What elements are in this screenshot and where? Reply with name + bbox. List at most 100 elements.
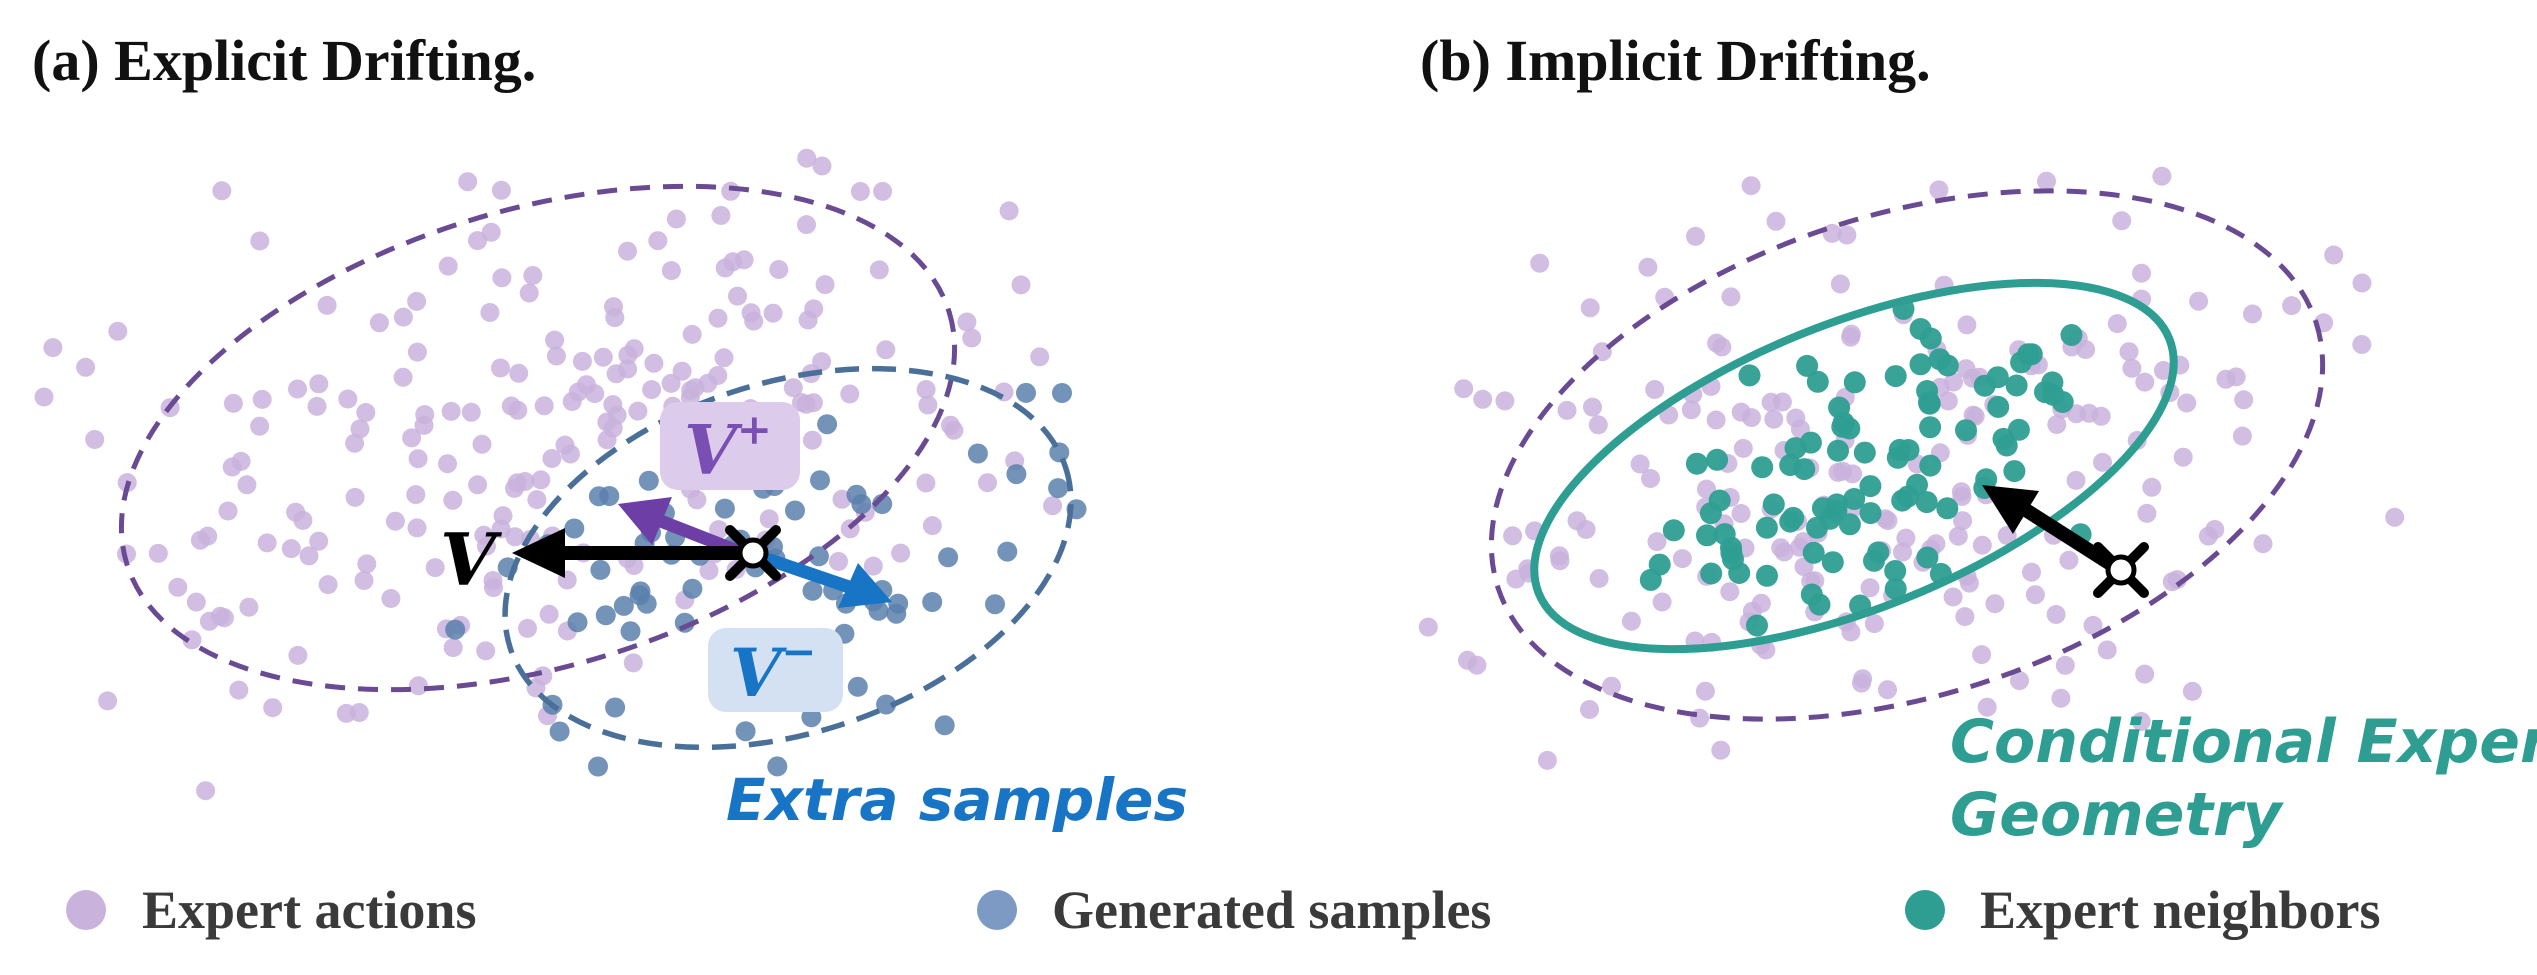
expert-action-point [941, 415, 960, 435]
expert-action-point [999, 201, 1019, 221]
expert-action-point [1972, 535, 1992, 555]
generated-sample-point [985, 594, 1005, 615]
expert-action-point [666, 209, 686, 229]
expert-action-point [307, 396, 327, 416]
expert-action-point [492, 268, 512, 288]
expert-action-point [1837, 225, 1857, 245]
expert-action-point [916, 380, 936, 399]
expert-action-point [515, 472, 535, 491]
expert-action-point [168, 577, 188, 597]
expert-action-point [2189, 291, 2209, 311]
expert-action-point [1764, 409, 1784, 429]
expert-action-point [1711, 740, 1731, 760]
expert-action-point [623, 653, 643, 673]
expert-action-point [281, 539, 301, 559]
expert-action-point [443, 638, 463, 658]
legend-swatch [1905, 890, 1945, 930]
expert-action-point [804, 299, 824, 319]
expert-action-point [407, 518, 427, 538]
expert-action-point [840, 384, 860, 404]
expert-action-point [661, 261, 681, 281]
expert-action-point [1929, 180, 1949, 200]
expert-action-point [1681, 400, 1701, 420]
expert-action-point [797, 148, 817, 168]
expert-action-point [1557, 400, 1577, 420]
expert-action-point [1707, 333, 1727, 353]
generated-sample-point [564, 518, 585, 539]
expert-action-point [491, 358, 510, 378]
expert-action-point [345, 433, 365, 453]
expert-neighbor-point [1827, 439, 1849, 462]
expert-action-point [1503, 526, 1523, 546]
generated-sample-point [595, 605, 616, 626]
expert-action-point [1742, 408, 1761, 428]
expert-action-point [1550, 551, 1570, 571]
v-label: V [440, 517, 502, 602]
expert-action-point [415, 405, 435, 425]
generated-sample-point [605, 697, 626, 718]
expert-neighbor-point [2060, 324, 2083, 346]
expert-action-point [628, 401, 648, 421]
expert-action-point [2152, 166, 2172, 186]
expert-action-point [2198, 526, 2218, 546]
expert-neighbor-point [1884, 365, 1907, 388]
expert-action-point [769, 260, 789, 279]
expert-action-point [2282, 296, 2302, 316]
expert-neighbor-point [1806, 516, 1828, 539]
expert-action-point [539, 604, 559, 624]
v-minus-arrow [763, 553, 859, 595]
expert-action-point [474, 525, 494, 545]
panel-b-title: (b) Implicit Drifting. [1420, 28, 1931, 93]
expert-action-point [491, 180, 511, 200]
expert-action-point [1878, 511, 1898, 531]
generated-sample-point [629, 585, 650, 606]
generated-sample-point [767, 756, 788, 777]
expert-neighbor-point [1756, 564, 1778, 587]
expert-action-point [618, 345, 638, 365]
expert-action-point [223, 393, 243, 413]
expert-action-point [2324, 245, 2344, 265]
expert-action-point [222, 457, 242, 477]
expert-neighbor-point [1700, 562, 1723, 585]
expert-neighbor-point [1796, 354, 1819, 377]
panel-b-expert-distribution-ellipse [1488, 188, 2326, 722]
expert-action-point [186, 592, 206, 612]
panel-b-conditional-ellipse [1530, 278, 2178, 654]
expert-action-point [356, 403, 376, 422]
expert-action-point [597, 430, 617, 450]
expert-action-point [2253, 534, 2273, 554]
expert-action-point [2173, 447, 2193, 467]
expert-action-point [393, 367, 413, 387]
expert-action-point [519, 283, 539, 303]
expert-neighbor-point [1884, 560, 1907, 582]
expert-action-point [1948, 526, 1968, 546]
expert-action-point [1652, 592, 1672, 612]
expert-neighbor-point [1919, 416, 1942, 439]
generated-sample-point [808, 546, 829, 567]
expert-action-point [1751, 593, 1771, 613]
expert-action-point [210, 606, 230, 626]
expert-action-point [239, 597, 259, 617]
expert-action-point [1030, 347, 1050, 367]
generated-sample-point [801, 707, 822, 728]
expert-action-point [863, 556, 883, 576]
expert-neighbor-point [1685, 452, 1708, 475]
generated-sample-point [876, 694, 897, 715]
expert-action-point [1977, 697, 1997, 717]
expert-action-point [493, 506, 513, 526]
expert-action-point [338, 389, 358, 409]
expert-neighbor-point [1838, 513, 1861, 536]
expert-action-point [1893, 542, 1912, 562]
expert-action-point [2083, 615, 2103, 635]
expert-neighbor-point [1987, 395, 2010, 418]
expert-action-point [2154, 361, 2173, 380]
expert-action-point [505, 527, 525, 547]
expert-action-point [2177, 393, 2197, 413]
generated-sample-point [1048, 478, 1069, 499]
expert-action-point [1630, 454, 1650, 474]
expert-action-point [345, 487, 365, 507]
extra-samples-label: Extra samples [726, 766, 1188, 834]
conditional-geometry-line2: Geometry [1950, 780, 2285, 850]
expert-action-point [1957, 315, 1977, 335]
